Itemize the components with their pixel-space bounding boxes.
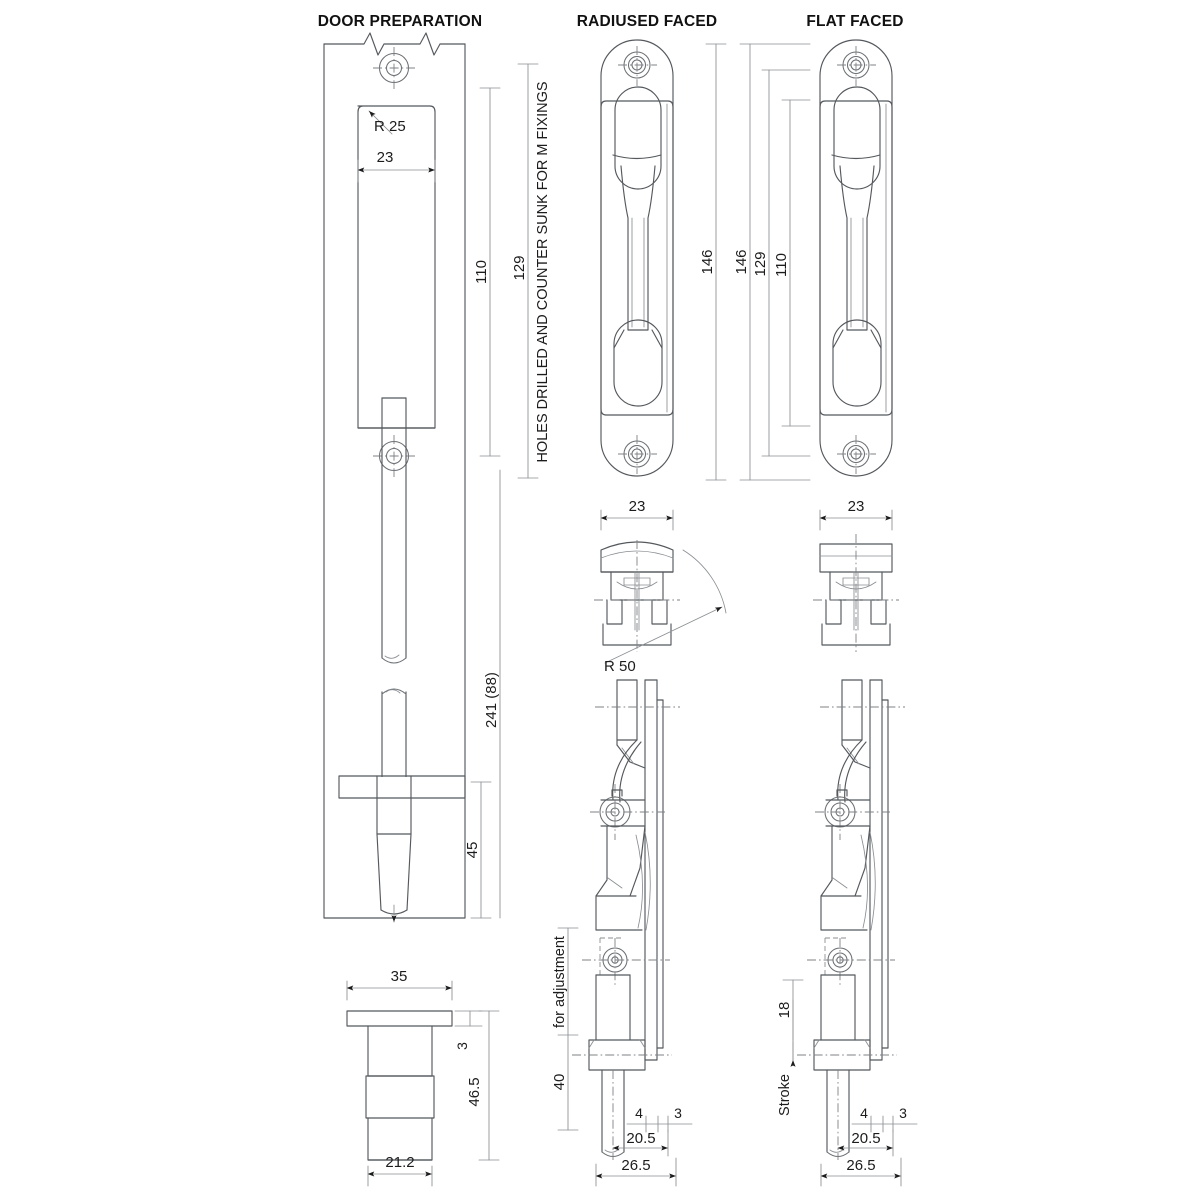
dim-body-dia-212: 21.2 [385, 1154, 414, 1171]
dim-bolt-length-241: 241 (88) [483, 672, 500, 728]
view-flat-section: 18 Stroke 4 3 20.5 26.5 [776, 679, 918, 1187]
view-flat-front: 146 129 110 [733, 39, 893, 481]
dim-flat-265: 26.5 [846, 1157, 875, 1174]
view-region-radiused-faced [555, 40, 740, 490]
view-radiused-section: for adjustment 40 4 3 20.5 26.5 [551, 679, 693, 1187]
view-radiused-front: 146 [600, 39, 727, 481]
dim-flat-face-width-23: 23 [848, 498, 865, 515]
dim-radiused-3: 3 [674, 1105, 682, 1121]
dim-flat-centres-129: 129 [752, 251, 769, 276]
title-door-preparation: DOOR PREPARATION [317, 13, 483, 30]
view-flat-end: 23 [813, 498, 899, 652]
dim-radiused-length-146: 146 [699, 249, 716, 274]
title-radiused-faced: RADIUSED FACED [576, 13, 718, 30]
dim-adjustment-40: 40 [551, 1074, 568, 1091]
label-stroke: Stroke [777, 1074, 793, 1116]
dim-slot-width-23: 23 [377, 149, 394, 166]
dim-overall-129: 129 [511, 255, 528, 280]
dim-radiused-4: 4 [635, 1105, 643, 1121]
dim-radiused-face-width-23: 23 [629, 498, 646, 515]
dim-flat-centres-110: 110 [773, 253, 790, 277]
title-flat-faced: FLAT FACED [806, 13, 904, 30]
view-door-preparation: R 25 23 [323, 32, 551, 923]
view-region-flat-faced [740, 40, 920, 490]
dim-body-length-465: 46.5 [466, 1077, 483, 1106]
dim-flat-4: 4 [860, 1105, 868, 1121]
dim-radiused-265: 26.5 [621, 1157, 650, 1174]
dim-head-thickness-3: 3 [454, 1042, 470, 1050]
dim-radiused-205: 20.5 [626, 1130, 655, 1147]
dim-engagement-45: 45 [464, 842, 481, 859]
view-bolt-head-detail: 35 3 46.5 21.2 [346, 968, 500, 1187]
dim-flat-3: 3 [899, 1105, 907, 1121]
dim-fixing-centres-110: 110 [473, 260, 490, 284]
view-radiused-end: 23 R 50 [594, 498, 727, 675]
dim-r50: R 50 [604, 658, 636, 675]
dim-flat-205: 20.5 [851, 1130, 880, 1147]
dim-head-width-35: 35 [391, 968, 408, 985]
dim-flat-length-146: 146 [733, 249, 750, 274]
dim-stroke-18: 18 [776, 1002, 793, 1019]
dim-r25: R 25 [374, 118, 406, 135]
view-region-door-preparation [310, 40, 560, 930]
label-for-adjustment: for adjustment [552, 936, 568, 1028]
note-holes-drilled: HOLES DRILLED AND COUNTER SUNK FOR M FIX… [535, 81, 551, 462]
